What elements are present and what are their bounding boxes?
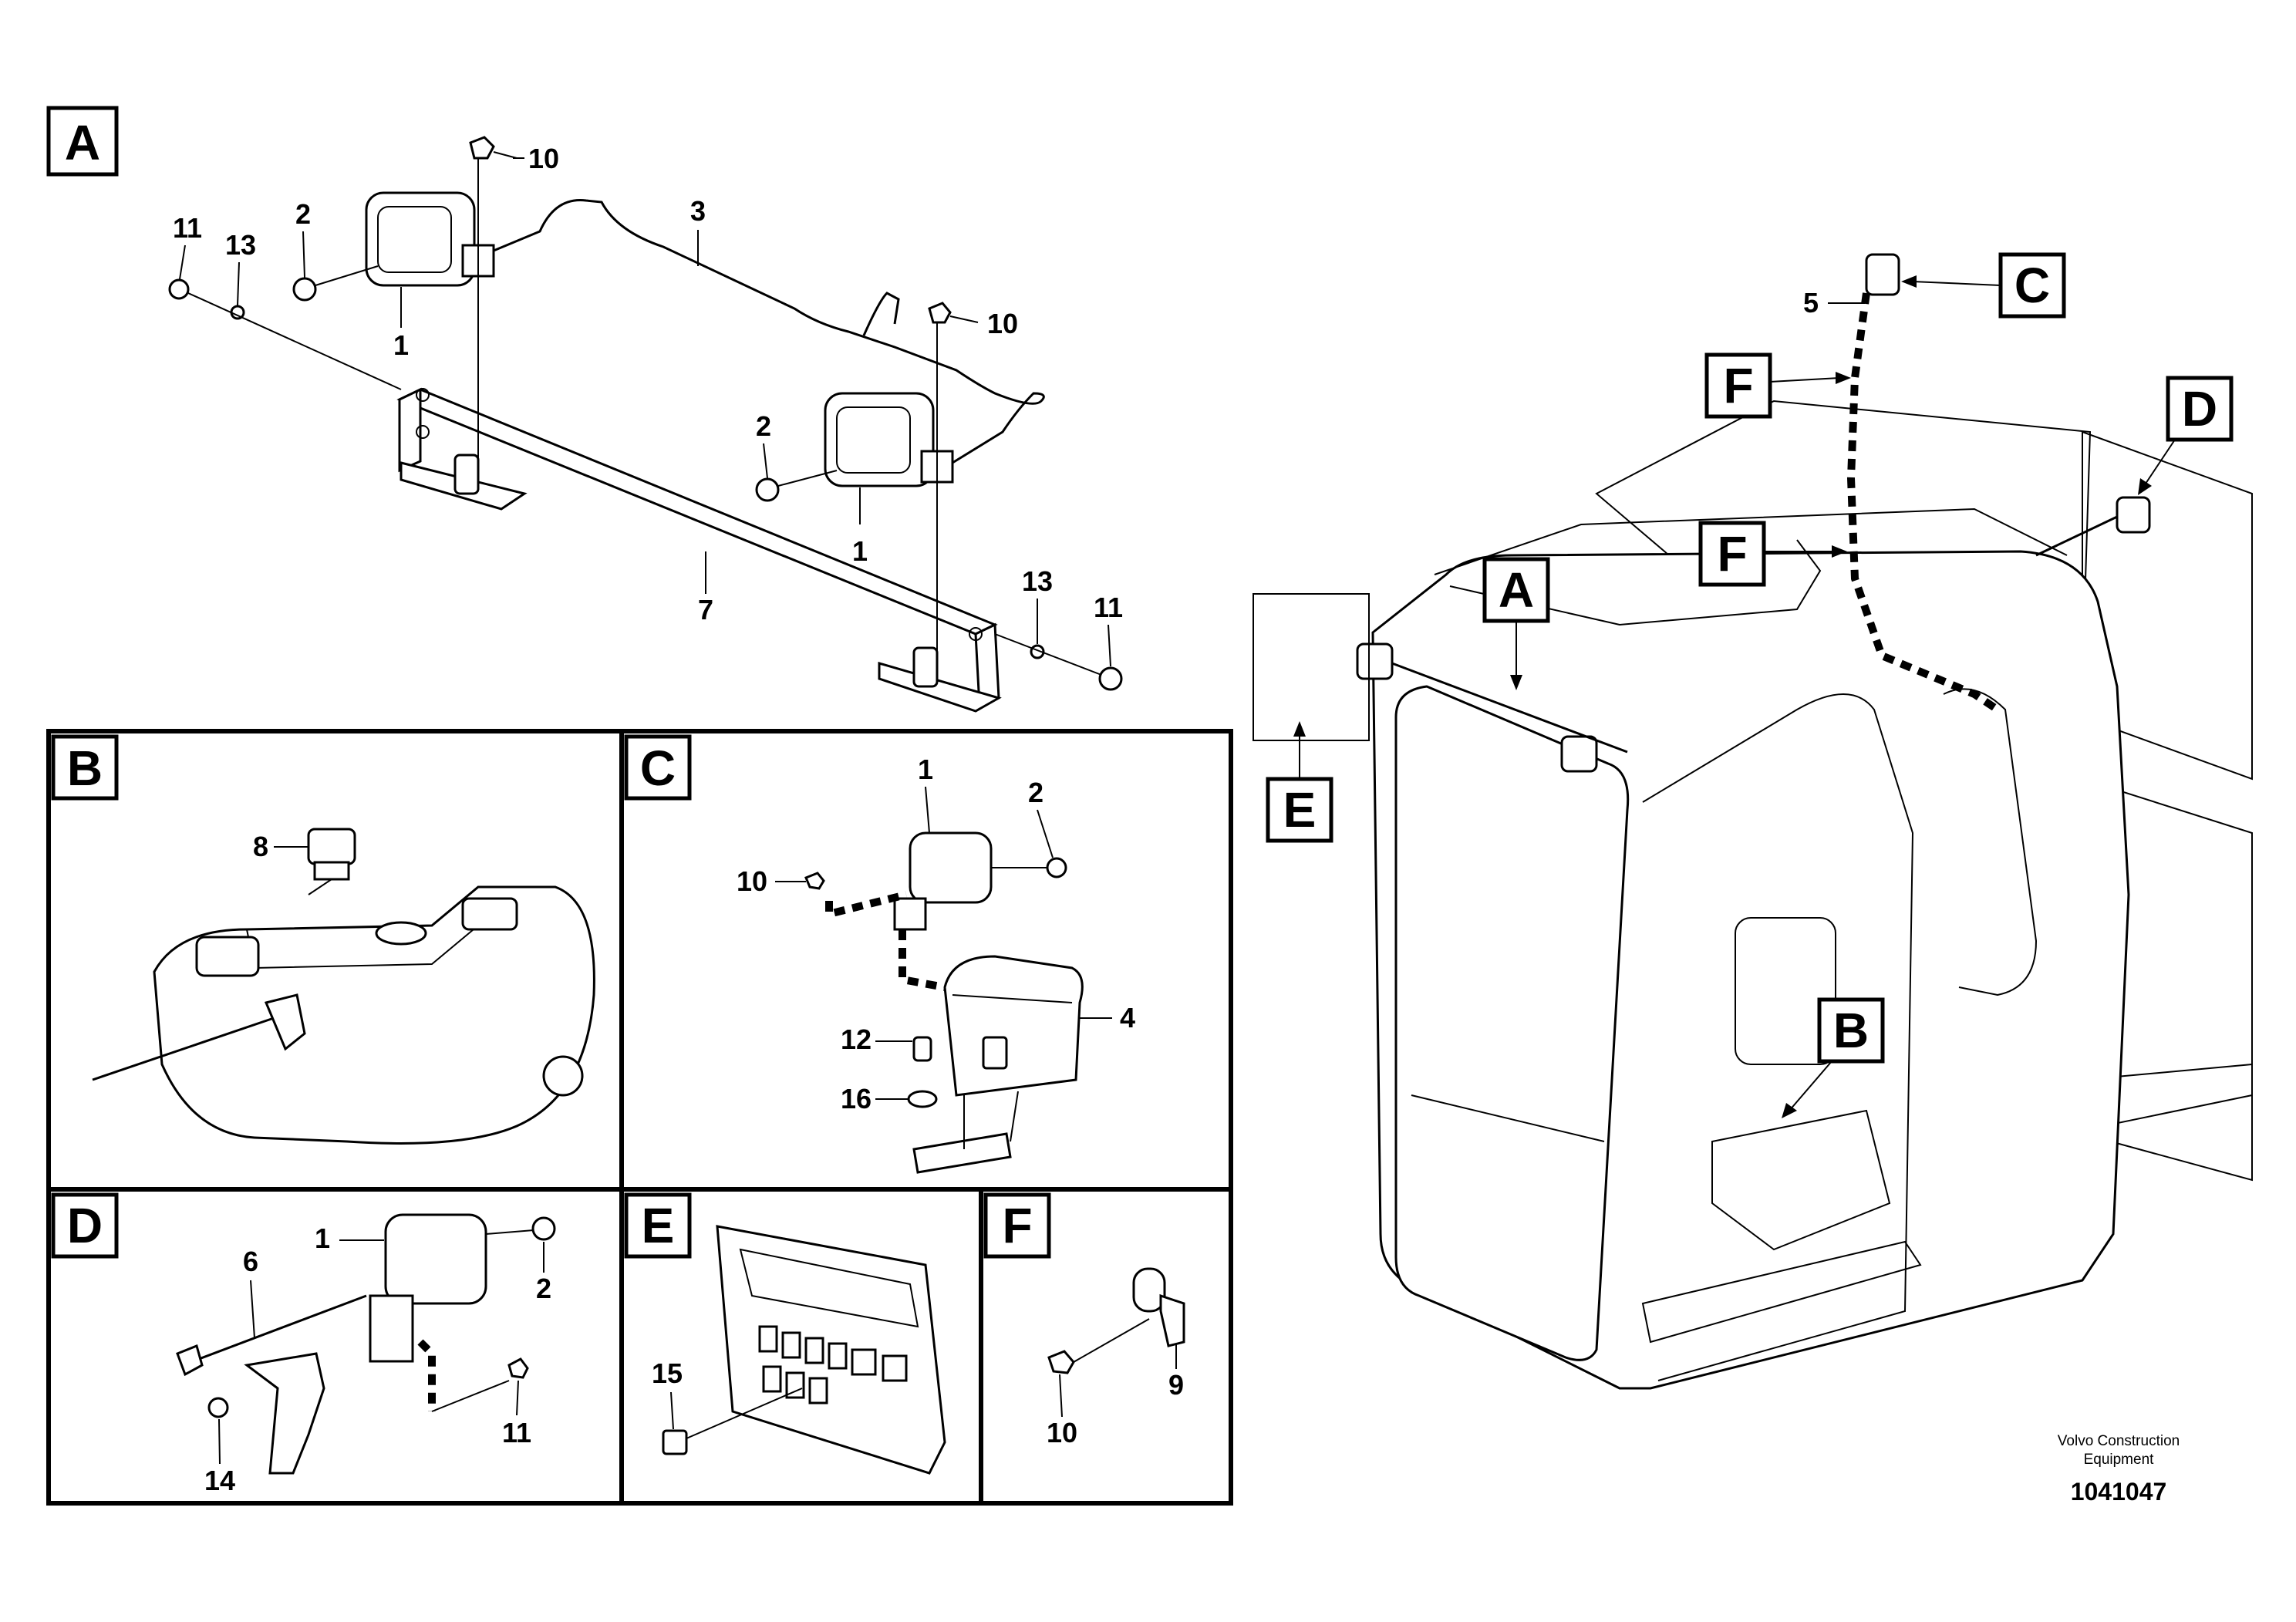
- bolt-11-right: [994, 633, 1123, 691]
- bolt-12-panel-c: [912, 1036, 932, 1062]
- callout-f-10: 10: [1047, 1417, 1077, 1448]
- callout-a-11-right: 11: [1094, 592, 1123, 623]
- lamp-1-panel-c: [893, 831, 993, 931]
- panel-d-label: D: [67, 1198, 103, 1253]
- bolt-10-panel-c: [804, 872, 825, 890]
- overview-label-f2: F: [1717, 526, 1747, 582]
- callout-c-1: 1: [918, 754, 933, 785]
- overview-label-f1: F: [1723, 358, 1753, 413]
- callout-a-13-left: 13: [225, 229, 256, 261]
- callout-c-2: 2: [1028, 777, 1043, 808]
- overview-label-b: B: [1833, 1003, 1869, 1058]
- bulb-2-panel-c: [1046, 857, 1067, 878]
- callout-f-9: 9: [1168, 1369, 1184, 1401]
- callout-a-7: 7: [698, 594, 713, 626]
- callout-d-2: 2: [536, 1273, 551, 1304]
- callout-b-8: 8: [253, 831, 268, 862]
- mounting-bar: [396, 387, 1002, 713]
- panel-f-label-box: [983, 1192, 1051, 1259]
- callout-a-2-left: 2: [295, 198, 311, 230]
- bolt-11-left: [168, 278, 402, 390]
- callout-a-2-right: 2: [756, 410, 771, 442]
- company-name-line2: Equipment: [2084, 1452, 2155, 1468]
- relay-grid: [758, 1325, 908, 1404]
- bracket-panel-d: [244, 1352, 325, 1475]
- panel-e-label-box: [624, 1192, 692, 1259]
- lamp-1-panel-d: [369, 1213, 487, 1363]
- cab-overview: A B C D E F F 5: [1253, 252, 2253, 1390]
- panel-c-label-box: [624, 734, 692, 801]
- panel-e-label: E: [642, 1198, 675, 1253]
- washer-16-panel-c: [907, 1090, 938, 1108]
- callout-d-1: 1: [315, 1222, 330, 1254]
- overview-f1-box: [1704, 352, 1772, 419]
- view-a-label: A: [65, 115, 100, 170]
- overview-c-box: [1998, 252, 2066, 319]
- work-lamp-left: [292, 191, 495, 328]
- cable-harness: [493, 199, 1045, 464]
- bulb-2-panel-d: [531, 1216, 556, 1241]
- bolt-11-panel-d: [507, 1357, 529, 1379]
- overview-label-d: D: [2182, 381, 2217, 437]
- callout-a-1-right: 1: [852, 535, 868, 567]
- overview-label-e: E: [1283, 782, 1317, 838]
- clamp-9: [1132, 1267, 1185, 1347]
- cable-6: [192, 1294, 367, 1363]
- bolt-10-panel-f: [1047, 1350, 1075, 1374]
- switch-8: [307, 828, 356, 881]
- callout-c-16: 16: [841, 1083, 872, 1114]
- panel-f-clamp: F 9 10: [983, 1192, 1185, 1448]
- overview-label-c: C: [2014, 258, 2050, 313]
- work-lamp-right: [755, 392, 954, 524]
- overview-lamp-c: [1865, 253, 1900, 296]
- callout-c-10: 10: [737, 865, 767, 897]
- callout-a-11-left: 11: [173, 212, 202, 244]
- relay-15: [662, 1429, 688, 1455]
- harness-connector: [862, 292, 900, 336]
- document-number: 1041047: [2071, 1478, 2167, 1506]
- panel-f-label: F: [1002, 1198, 1032, 1253]
- callout-e-15: 15: [652, 1357, 683, 1389]
- company-name-line1: Volvo Construction: [2058, 1433, 2180, 1449]
- panel-c-lamp-relay: C 1 2 10 4 12 16: [624, 734, 1135, 1174]
- overview-fuse-box: [1253, 593, 1370, 741]
- panel-d-label-box: [51, 1192, 119, 1259]
- callout-d-6: 6: [243, 1246, 258, 1277]
- callout-a-13-right: 13: [1022, 565, 1053, 597]
- view-a-label-box: [46, 106, 119, 177]
- overview-d-box: [2166, 376, 2234, 442]
- overview-callout-5: 5: [1803, 287, 1819, 319]
- overview-lamp-d: [2116, 496, 2151, 534]
- callout-c-4: 4: [1120, 1002, 1135, 1034]
- callout-a-3: 3: [690, 195, 706, 227]
- panel-b-label-box: [51, 734, 119, 801]
- detail-panels: [46, 729, 1233, 1506]
- front-windshield: [1394, 685, 1630, 1361]
- overview-label-a: A: [1499, 562, 1534, 618]
- view-a-assembly: A: [46, 106, 1123, 713]
- callout-a-1-left: 1: [393, 329, 409, 361]
- overview-lamp-bar: [1356, 642, 1628, 773]
- panel-b-console: B 8: [51, 734, 595, 1145]
- panel-d-rear-lamp: D 1 2 6 11 14: [51, 1192, 556, 1496]
- relay-4: [943, 955, 1084, 1097]
- relay-bracket: [912, 1132, 1012, 1174]
- overview-cable-route: [1846, 292, 2000, 713]
- panel-e-fuse-box: E 15: [624, 1192, 946, 1475]
- callout-d-11: 11: [502, 1417, 531, 1448]
- panel-b-label: B: [67, 740, 103, 796]
- callout-a-10-mid: 10: [987, 308, 1018, 339]
- overview-b-box: [1817, 997, 1885, 1064]
- callout-d-14: 14: [204, 1465, 235, 1496]
- panel-c-label: C: [640, 740, 676, 796]
- overview-e-box: [1266, 777, 1333, 843]
- callout-a-10-top: 10: [528, 143, 559, 174]
- overview-f2-box: [1698, 521, 1766, 587]
- callout-c-12: 12: [841, 1023, 872, 1055]
- footer: Volvo Construction Equipment 1041047: [2058, 1433, 2180, 1506]
- bolt-10-top: [469, 136, 518, 463]
- nut-14-panel-d: [207, 1397, 229, 1418]
- bolt-10-mid: [928, 302, 979, 656]
